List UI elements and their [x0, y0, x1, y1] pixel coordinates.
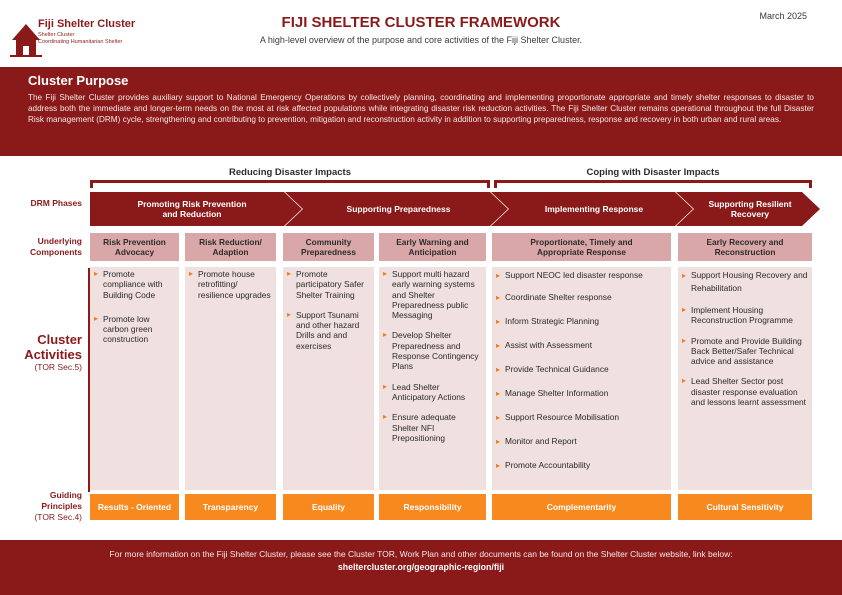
activities-divider	[88, 268, 90, 492]
activity-item: Implement Housing Reconstruction Program…	[682, 305, 808, 326]
cluster-label-line1: Cluster	[37, 332, 82, 347]
component-line2: Advocacy	[114, 247, 155, 257]
phase-label-line1: Promoting Risk Prevention	[137, 199, 247, 209]
activities-community-preparedness: Promote participatory Safer Shelter Trai…	[283, 267, 374, 490]
activity-item: Support Housing Recovery and Rehabilitat…	[682, 269, 808, 295]
underlying-label-line1: Underlying	[37, 236, 82, 246]
phase-label-line2: Recovery	[730, 209, 770, 219]
principle-responsibility: Responsibility	[379, 494, 486, 520]
phase-label-line1: Implementing Response	[544, 204, 644, 214]
activity-item: Support Resource Mobilisation	[496, 411, 667, 424]
activity-item: Promote participatory Safer Shelter Trai…	[287, 269, 370, 300]
fiji-shelter-cluster-logo	[10, 24, 42, 57]
activity-item: Support multi hazard early warning syste…	[383, 269, 482, 320]
principle-equality: Equality	[283, 494, 374, 520]
activity-item: Lead Shelter Sector post disaster respon…	[682, 376, 808, 407]
activity-item: Promote compliance with Building Code	[94, 269, 175, 300]
activity-item: Ensure adequate Shelter NFI Prepositioni…	[383, 412, 482, 443]
phase-label-line1: Supporting Preparedness	[346, 204, 451, 214]
component-line2: Reconstruction	[714, 247, 776, 257]
purpose-text: The Fiji Shelter Cluster provides auxili…	[28, 93, 814, 124]
component-line1: Community	[305, 237, 352, 247]
drm-phases-label: DRM Phases	[30, 198, 83, 208]
cluster-label-line2: Activities	[24, 347, 82, 362]
activity-item: Support NEOC led disaster response	[496, 269, 667, 282]
page-subtitle: A high-level overview of the purpose and…	[259, 35, 583, 45]
principle-transparency: Transparency	[185, 494, 276, 520]
logo-tagline: Coordinating Humanitarian Shelter	[38, 39, 123, 45]
logo-title: Fiji Shelter Cluster	[38, 18, 136, 30]
component-line1: Early Recovery and	[706, 237, 784, 247]
cluster-purpose-band: Cluster Purpose The Fiji Shelter Cluster…	[0, 67, 842, 156]
component-line1: Risk Prevention	[103, 237, 166, 247]
activity-item: Support Tsunami and other hazard Drills …	[287, 310, 370, 351]
component-risk-reduction: Risk Reduction/Adaption	[185, 233, 276, 261]
activity-item: Promote and Provide Building Back Better…	[682, 336, 808, 367]
reducing-impacts-heading: Reducing Disaster Impacts	[229, 167, 351, 178]
activity-item: Develop Shelter Preparedness and Respons…	[383, 330, 482, 371]
activities-early-warning: Support multi hazard early warning syste…	[379, 267, 486, 490]
component-line2: Preparedness	[301, 247, 356, 257]
component-line1: Early Warning and	[396, 237, 469, 247]
guiding-principles-label: Guiding Principles (TOR Sec.4)	[4, 490, 82, 523]
guiding-label-line2: Principles	[41, 501, 82, 511]
tor-section-5: (TOR Sec.5)	[34, 362, 82, 372]
phase-preparedness: Supporting Preparedness	[285, 192, 508, 226]
component-line2: Appropriate Response	[537, 247, 626, 257]
activity-item: Lead Shelter Anticipatory Actions	[383, 382, 482, 403]
phase-label-line1: Supporting Resilient	[708, 199, 792, 209]
activity-item: Assist with Assessment	[496, 339, 667, 352]
footer-text: For more information on the Fiji Shelter…	[109, 549, 733, 559]
component-line1: Risk Reduction/	[199, 237, 262, 247]
activity-item: Promote house retrofitting/ resilience u…	[189, 269, 272, 300]
underlying-label-line2: Components	[30, 247, 82, 257]
coping-impacts-bracket	[494, 180, 812, 188]
cluster-activities-label: Cluster Activities (TOR Sec.5)	[4, 332, 82, 373]
phase-response: Implementing Response	[491, 192, 693, 226]
activities-risk-prevention: Promote compliance with Building Code Pr…	[90, 267, 179, 490]
activity-item: Coordinate Shelter response	[496, 291, 667, 304]
principle-complementarity: Complementarity	[492, 494, 671, 520]
reducing-impacts-bracket	[90, 180, 490, 188]
component-line1: Proportionate, Timely and	[530, 237, 633, 247]
principle-cultural-sensitivity: Cultural Sensitivity	[678, 494, 812, 520]
website-link[interactable]: sheltercluster.org/geographic-region/fij…	[337, 562, 505, 572]
activities-response: Support NEOC led disaster response Coord…	[492, 267, 671, 490]
activities-recovery: Support Housing Recovery and Rehabilitat…	[678, 267, 812, 490]
activity-item: Monitor and Report	[496, 435, 667, 448]
activities-risk-reduction: Promote house retrofitting/ resilience u…	[185, 267, 276, 490]
date-label: March 2025	[759, 11, 807, 21]
coping-impacts-heading: Coping with Disaster Impacts	[586, 167, 720, 178]
activity-item: Inform Strategic Planning	[496, 315, 667, 328]
guiding-label-line1: Guiding	[49, 490, 82, 500]
purpose-title: Cluster Purpose	[28, 73, 129, 88]
principle-results-oriented: Results - Oriented	[90, 494, 179, 520]
tor-section-4: (TOR Sec.4)	[34, 512, 82, 522]
activity-item: Promote low carbon green construction	[94, 314, 175, 345]
logo-subtitle: Shelter Cluster	[38, 32, 75, 38]
activity-item: Promote Accountability	[496, 459, 667, 472]
underlying-components-label: Underlying Components	[4, 236, 82, 258]
component-line2: Anticipation	[408, 247, 457, 257]
activity-item: Manage Shelter Information	[496, 387, 667, 400]
footer: For more information on the Fiji Shelter…	[0, 540, 842, 595]
component-line2: Adaption	[212, 247, 249, 257]
activity-item: Provide Technical Guidance	[496, 363, 667, 376]
page-title: FIJI SHELTER CLUSTER FRAMEWORK	[281, 14, 561, 31]
phase-label-line2: and Reduction	[162, 209, 222, 219]
